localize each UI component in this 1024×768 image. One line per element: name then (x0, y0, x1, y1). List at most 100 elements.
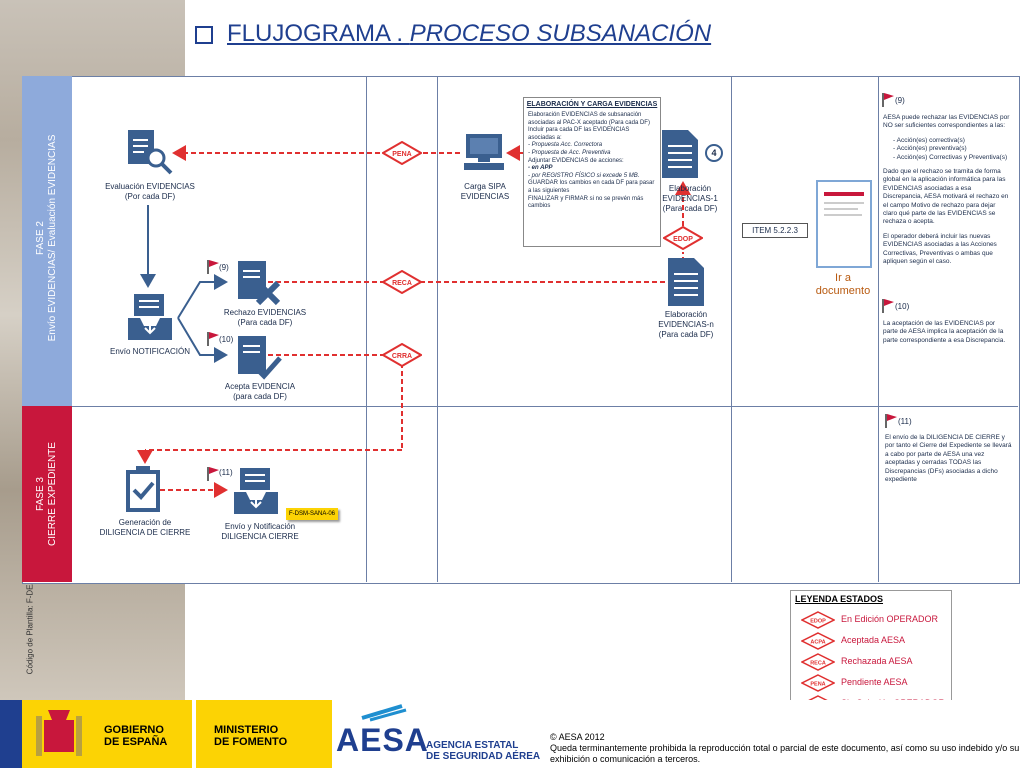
ref-11-right: (11) (898, 417, 912, 426)
arrow-envio-to-rechazo (177, 274, 228, 319)
note-9-line: El operador deberá incluir las nuevas EV… (883, 232, 997, 266)
disclaimer: Queda terminantemente prohibida la repro… (550, 743, 1020, 764)
node-rechazo-label: Rechazo EVIDENCIAS (Para cada DF) (223, 308, 307, 327)
arrow-envio-to-acepta (177, 317, 228, 363)
flow-frame (22, 76, 1020, 584)
gobierno-line1: GOBIERNO (104, 724, 164, 736)
elab-item: - en APP (528, 165, 553, 172)
elaboracion-box: ELABORACIÓN Y CARGA EVIDENCIAS Elaboraci… (523, 97, 661, 247)
legend-label: Pendiente AESA (841, 677, 908, 687)
computer-icon (464, 134, 504, 170)
ref-9-left: (9) (219, 263, 229, 272)
envio-diligencia-tray-icon (234, 468, 278, 514)
lane-divider (437, 76, 438, 582)
state-crra-label: CRRA (392, 353, 412, 360)
state-diamond-pena: PENA (382, 141, 422, 165)
checkbox-bullet-icon (195, 25, 213, 44)
note-9-line: Dado que el rechazo se tramita de forma … (883, 168, 1009, 226)
agencia-line2: DE SEGURIDAD AÉREA (426, 751, 541, 762)
ref-11-left: (11) (219, 468, 233, 477)
note-11: El envío de la DILIGENCIA DE CIERRE y po… (885, 434, 1012, 484)
node-elaboracion1-label: Elaboración EVIDENCIAS-1 (Para cada DF) (662, 184, 718, 213)
elab-item: GUARDAR los cambios en cada DF para pasa… (528, 180, 655, 194)
legend-label: En Edición OPERADOR (841, 614, 939, 624)
title-part1: FLUJOGRAMA . (227, 20, 410, 47)
note-10: La aceptación de las EVIDENCIAS por part… (883, 320, 1006, 344)
legend-item-edop: EDOP En Edición OPERADOR (800, 611, 951, 629)
badge-4: 4 (705, 144, 723, 162)
gobierno-box: GOBIERNO DE ESPAÑA (22, 700, 192, 768)
elab-item: - Propuesta Acc. Correctora (528, 142, 603, 149)
state-diamond-edop: EDOP (663, 226, 703, 250)
copyright: © AESA 2012 (550, 732, 605, 742)
legend-code: PENA (810, 682, 825, 688)
flag-icon (885, 414, 897, 428)
node-evaluacion-label: Evaluación EVIDENCIAS (Por cada DF) (105, 182, 195, 201)
lane-divider (878, 76, 879, 582)
agencia-line1: AGENCIA ESTATAL (426, 740, 519, 751)
phase2-band: FASE 2 Envío EVIDENCIAS/ Evaluación EVID… (22, 76, 72, 406)
phase-divider (72, 406, 1018, 407)
document-thumbnail[interactable] (816, 180, 872, 268)
badge-4-label: 4 (711, 148, 716, 158)
title-part2: PROCESO SUBSANACIÓN (409, 20, 712, 47)
ref-10-left: (10) (219, 335, 234, 344)
flag-icon (882, 299, 894, 313)
elab-item: Elaboración EVIDENCIAS de subsanación as… (528, 112, 650, 126)
form-code-badge: F-DSM-SANA-06 (286, 508, 338, 520)
flag-icon (207, 260, 219, 274)
note-9-line: - Acción(es) correctiva(s) (893, 136, 965, 144)
coat-of-arms-icon (36, 710, 82, 756)
ministerio-box: MINISTERIO DE FOMENTO (196, 700, 332, 768)
legend-code: EDOP (810, 619, 826, 625)
legend-label: Aceptada AESA (841, 635, 906, 645)
elaboracion-box-list: Elaboración EVIDENCIAS de subsanación as… (528, 112, 656, 211)
legend-code: ACPA (810, 640, 825, 646)
elaboracion1-doc-icon (662, 130, 698, 178)
clipboard-check-icon (126, 466, 160, 512)
elaboracion-n-doc-icon (668, 258, 704, 306)
legend-diamond-icon: RECA (800, 653, 836, 671)
footer-legal: © AESA 2012 Queda terminantemente prohib… (550, 732, 1020, 765)
ir-documento-link[interactable]: Ir a documento (815, 272, 871, 297)
node-generacion-label: Generación de DILIGENCIA DE CIERRE (99, 518, 191, 537)
legend-title: LEYENDA ESTADOS (795, 594, 884, 604)
agencia-text: AGENCIA ESTATAL DE SEGURIDAD AÉREA (426, 740, 540, 762)
legend-item-acpa: ACPA Aceptada AESA (800, 632, 951, 650)
node-elaboracion-n-label: Elaboración EVIDENCIAS-n (Para cada DF) (658, 310, 714, 339)
state-reca-label: RECA (392, 280, 412, 287)
ministerio-line2: DE FOMENTO (214, 736, 288, 748)
node-envio-diligencia-label: Envío y Notificación DILIGENCIA CIERRE (221, 522, 299, 541)
legend-item-pena: PENA Pendiente AESA (800, 674, 951, 692)
aesa-logo-icon (361, 704, 407, 722)
rechazo-doc-x-icon (238, 261, 281, 306)
ministerio-text: MINISTERIO DE FOMENTO (214, 724, 287, 748)
legend-diamond-icon: ACPA (800, 632, 836, 650)
flag-icon (882, 93, 894, 107)
legend-diamond-icon: EDOP (800, 611, 836, 629)
lane-divider (366, 76, 367, 582)
node-envio-notificacion-label: Envío NOTIFICACIÓN (109, 347, 190, 356)
note-9-line: - Acción(es) preventiva(s) (893, 145, 967, 153)
elab-item: - Propuesta de Acc. Preventiva (528, 149, 611, 156)
elaboracion-box-title: ELABORACIÓN Y CARGA EVIDENCIAS (526, 101, 658, 108)
state-edop-label: EDOP (673, 236, 693, 243)
lane-divider (731, 76, 732, 582)
acepta-doc-check-icon (238, 336, 282, 380)
legend-diamond-icon: PENA (800, 674, 836, 692)
phase3-band: FASE 3 CIERRE EXPEDIENTE (22, 406, 72, 582)
state-pena-label: PENA (392, 151, 411, 158)
node-acepta-label: Acepta EVIDENCIA (para cada DF) (224, 382, 296, 401)
elab-item: Adjuntar EVIDENCIAS de acciones: (528, 157, 624, 164)
envio-notificacion-tray-icon (128, 294, 172, 340)
ref-10-right: (10) (895, 302, 910, 311)
eu-flag-strip (0, 700, 22, 768)
item-reference-box: ITEM 5.2.2.3 (742, 223, 808, 238)
state-diamond-reca: RECA (382, 270, 422, 294)
gobierno-text: GOBIERNO DE ESPAÑA (104, 724, 167, 748)
note-9-line: - Acción(es) Correctivas y Preventiva(s) (893, 153, 1008, 161)
aesa-wordmark: AESA (336, 722, 429, 758)
legend-code: RECA (810, 661, 826, 667)
flag-icon (207, 467, 219, 481)
